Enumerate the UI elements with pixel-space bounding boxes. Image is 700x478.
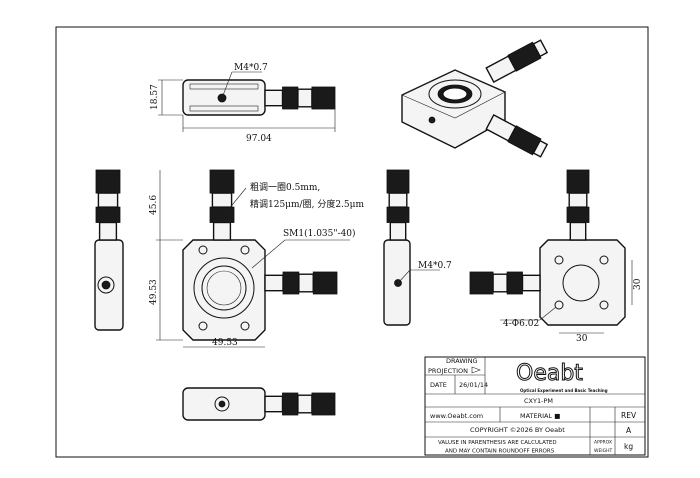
knob-segment bbox=[264, 395, 284, 413]
tb-approx: APPROX bbox=[594, 440, 612, 446]
title-block: DRAWING PROJECTION DATE 26/01/14 Oeabt O… bbox=[424, 356, 646, 456]
knob-segment bbox=[568, 192, 588, 208]
tb-material: MATERIAL ■ bbox=[520, 412, 560, 420]
micrometer-knob bbox=[209, 169, 235, 241]
knob-segment bbox=[95, 169, 121, 194]
tb-drawing: DRAWING bbox=[446, 357, 478, 365]
tb-website: www.Oeabt.com bbox=[430, 412, 483, 420]
knob-segment bbox=[388, 192, 408, 208]
top-view: 18.57 97.04 M4*0.7 bbox=[150, 63, 336, 144]
right-side-view: M4*0.7 bbox=[383, 169, 452, 326]
micrometer-knob bbox=[264, 86, 336, 110]
tb-date: 26/01/14 bbox=[459, 381, 488, 389]
knob-segment bbox=[492, 273, 508, 293]
knob-segment bbox=[298, 273, 314, 293]
knob-segment bbox=[211, 192, 233, 208]
micrometer-knob bbox=[264, 392, 336, 416]
label-holes: 4-Φ6.02 bbox=[503, 319, 539, 329]
tb-weight: WEIGHT bbox=[594, 448, 612, 454]
dim-height-upper: 45.6 bbox=[149, 195, 159, 215]
knob-segment bbox=[386, 169, 410, 194]
dim-hole-h: 30 bbox=[576, 334, 588, 344]
knob-segment bbox=[506, 271, 523, 295]
tb-tagline: Optical Experiment and Basic Teaching bbox=[520, 388, 608, 393]
knob-segment bbox=[97, 192, 119, 208]
tb-part-number: CXY1-PM bbox=[524, 397, 553, 405]
knob-segment bbox=[282, 271, 300, 295]
drawing-frame bbox=[55, 26, 649, 458]
knob-segment bbox=[282, 392, 299, 416]
knob-segment bbox=[264, 274, 284, 292]
knob-segment bbox=[386, 206, 410, 223]
knob-segment bbox=[264, 89, 284, 107]
knob-segment bbox=[566, 169, 590, 194]
dim-hole-v: 30 bbox=[633, 278, 643, 290]
knob-segment bbox=[98, 221, 118, 241]
left-side-view bbox=[94, 169, 124, 331]
projection-symbol-icon bbox=[471, 366, 481, 374]
knob-segment bbox=[209, 169, 235, 194]
note-coarse: 粗调一圈0.5mm, bbox=[250, 181, 320, 193]
tb-logo: Oeabt bbox=[516, 361, 583, 386]
label-m4-top: M4*0.7 bbox=[234, 63, 268, 73]
label-sm1: SM1(1.035"-40) bbox=[283, 228, 356, 239]
knob-segment bbox=[521, 274, 541, 292]
tb-rev-label: REV bbox=[621, 411, 637, 420]
back-view: 30 30 4-Φ6.02 bbox=[469, 169, 643, 344]
micrometer-knob bbox=[386, 169, 410, 241]
knob-segment bbox=[297, 394, 313, 414]
tb-date-label: DATE bbox=[430, 381, 447, 389]
bottom-view bbox=[182, 387, 336, 421]
front-view: 45.6 49.53 49.53 粗调一圈0.5mm, 精调125μm/圈, 分… bbox=[149, 169, 364, 348]
dim-height-top: 18.57 bbox=[150, 84, 160, 110]
micrometer-knob bbox=[264, 271, 338, 295]
tb-copyright: COPYRIGHT ©2026 BY Oeabt bbox=[470, 426, 565, 434]
micrometer-knob bbox=[95, 169, 121, 241]
knob-segment bbox=[566, 206, 590, 223]
isometric-view bbox=[401, 39, 549, 158]
note-fine: 精调125μm/圈, 分度2.5μm bbox=[250, 198, 364, 210]
dim-height-front: 49.53 bbox=[149, 279, 159, 305]
label-m4-side: M4*0.7 bbox=[418, 261, 452, 271]
knob-segment bbox=[209, 206, 235, 223]
micrometer-knob bbox=[469, 271, 541, 295]
tb-note-2: AND MAY CONTAIN ROUNDOFF ERRORS bbox=[445, 449, 555, 455]
tb-rev: A bbox=[626, 426, 632, 435]
micrometer-knob bbox=[566, 169, 590, 241]
knob-segment bbox=[212, 221, 232, 241]
dim-width-front: 49.53 bbox=[212, 338, 238, 348]
knob-segment bbox=[312, 271, 338, 295]
knob-segment bbox=[297, 88, 313, 108]
tb-projection: PROJECTION bbox=[428, 367, 468, 375]
knob-segment bbox=[569, 221, 587, 241]
tb-note-1: VALUSE IN PARENTHESIS ARE CALCULATED bbox=[438, 440, 557, 446]
knob-segment bbox=[469, 271, 494, 295]
knob-segment bbox=[389, 221, 407, 241]
tb-unit: kg bbox=[624, 442, 633, 451]
dim-length-top: 97.04 bbox=[246, 134, 272, 144]
knob-segment bbox=[311, 86, 336, 110]
knob-segment bbox=[282, 86, 299, 110]
knob-segment bbox=[95, 206, 121, 223]
knob-segment bbox=[311, 392, 336, 416]
